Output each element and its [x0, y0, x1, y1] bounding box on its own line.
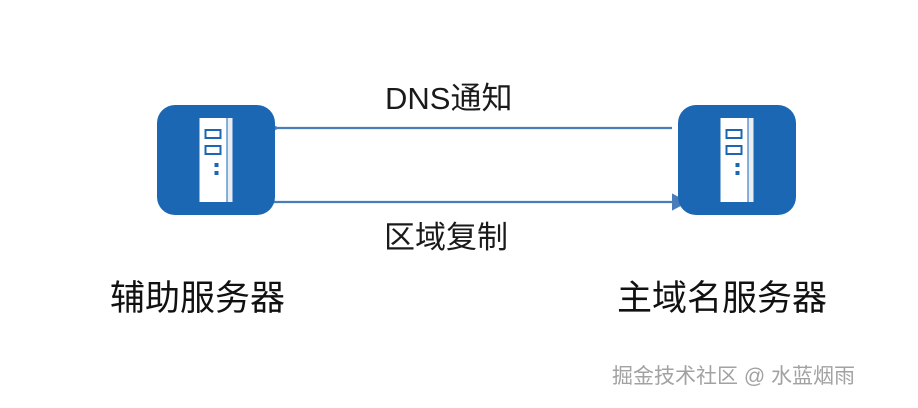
server-drive-bay — [725, 145, 743, 155]
node-secondary-server[interactable] — [157, 105, 275, 215]
node-caption-secondary-server: 辅助服务器 — [110, 279, 286, 318]
server-drive-bay — [725, 129, 743, 139]
server-drive-bay — [204, 145, 222, 155]
server-led-icon — [735, 171, 740, 175]
server-led-icon — [735, 163, 740, 167]
server-drive-bay — [204, 129, 222, 139]
node-caption-primary-dns-server: 主域名服务器 — [617, 279, 828, 318]
server-led-icon — [214, 171, 219, 175]
server-led-icon — [214, 163, 219, 167]
server-side-panel — [747, 118, 754, 202]
watermark: 掘金技术社区 @ 水蓝烟雨 — [612, 365, 855, 388]
edge-label-dns-notify: DNS通知 — [385, 81, 513, 116]
edge-label-zone-transfer: 区域复制 — [384, 220, 508, 255]
node-primary-dns-server[interactable] — [678, 105, 796, 215]
server-side-panel — [226, 118, 233, 202]
server-tower-icon — [720, 118, 754, 202]
server-tower-icon — [199, 118, 233, 202]
